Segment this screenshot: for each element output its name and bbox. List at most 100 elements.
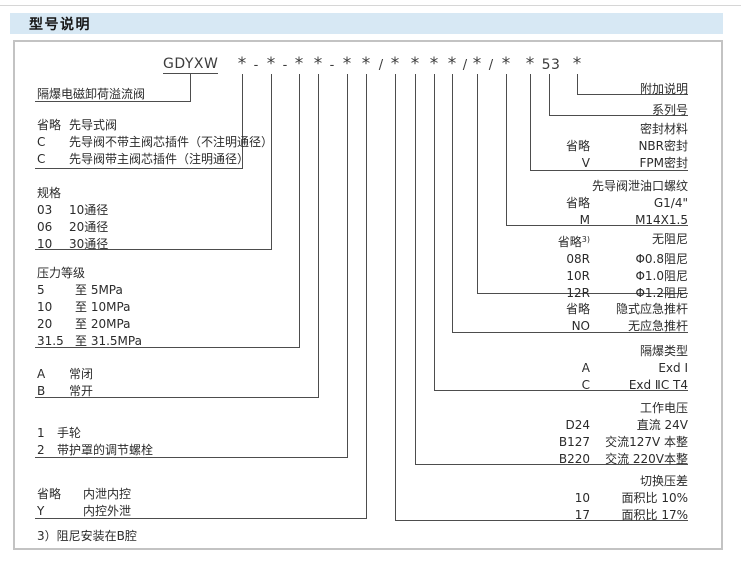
code-cell: 10 (37, 300, 53, 314)
connector-line (530, 170, 688, 171)
model-code-prefix: GDYXW (163, 56, 219, 74)
connector-line (35, 457, 348, 458)
code-cell: 省略 (37, 487, 62, 501)
code-cell: 12R (566, 286, 590, 300)
group-header: 附加说明 (639, 82, 688, 96)
model-code-star: * (361, 54, 371, 74)
left-group-size: 规格 03 10通径 06 20通径 10 30通径 (37, 185, 108, 253)
right-group-working-voltage: 工作电压 D24 直流 24V B127 交流127V 本整 B220 交流 2… (554, 400, 688, 468)
code-cell: 06 (37, 220, 53, 234)
desc-cell: 隐式应急推杆 (615, 302, 688, 316)
desc-cell: 内控外泄 (83, 504, 132, 518)
right-group-drain-port-thread: 先导阀泄油口螺纹 省略 G1/4" M M14X1.5 (554, 178, 688, 229)
connector-line (190, 74, 191, 101)
label-row: 10 至 10MPa (37, 299, 142, 316)
desc-cell: 20通径 (69, 220, 109, 234)
desc-cell: G1/4" (653, 196, 688, 210)
label-row: 省略3) 无阻尼 (554, 231, 688, 251)
group-header: 规格 (37, 186, 62, 200)
code-cell: V (581, 156, 590, 170)
desc-cell: 先导式阀 (69, 118, 118, 132)
right-group-seal-material: 密封材料 省略 NBR密封 V FPM密封 (554, 121, 688, 172)
model-code-slash: / (378, 58, 384, 73)
connector-line (506, 74, 507, 225)
model-code-dash: - (282, 58, 288, 73)
code-cell: 省略 (37, 118, 62, 132)
right-group-explosion-proof-type: 隔爆类型 A Exd Ⅰ C Exd ⅡC T4 (554, 343, 688, 394)
code-cell: D24 (565, 418, 590, 432)
desc-cell: 至 10MPa (75, 300, 131, 314)
code-cell: M (579, 213, 590, 227)
code-cell: 08R (566, 252, 590, 266)
desc-cell: 常开 (69, 384, 94, 398)
right-group-additional-note: 附加说明 (640, 81, 688, 98)
label-row: 12R Φ1.2阻尼 (554, 285, 688, 302)
connector-line (318, 74, 319, 397)
connector-line (299, 74, 300, 347)
code-cell: 10 (37, 237, 53, 251)
label-row: 06 20通径 (37, 219, 108, 236)
model-code-star: * (294, 54, 304, 74)
model-code-star: * (266, 54, 276, 74)
label-row: 17 面积比 17% (554, 507, 688, 524)
label-row: M M14X1.5 (554, 212, 688, 229)
label-row: 省略 NBR密封 (554, 138, 688, 155)
model-code-dash: - (253, 58, 259, 73)
code-cell: C (581, 378, 590, 392)
model-code-series-number: 53 (541, 57, 561, 73)
label-row: 10 30通径 (37, 236, 108, 253)
model-code-star: * (313, 54, 323, 74)
code-cell: 10R (566, 269, 590, 283)
connector-line (549, 74, 550, 115)
desc-cell: 至 20MPa (75, 317, 131, 331)
model-code-star: * (525, 54, 535, 74)
code-text: 省略 (557, 235, 582, 249)
code-cell: B (37, 384, 46, 398)
label-row: 1 手轮 (37, 425, 153, 442)
connector-line (347, 74, 348, 457)
label-row: B220 交流 220V本整 (554, 451, 688, 468)
right-group-series-number: 系列号 (652, 102, 688, 119)
model-code-star: * (390, 54, 400, 74)
code-cell: 10 (574, 491, 590, 505)
label-row: 10R Φ1.0阻尼 (554, 268, 688, 285)
connector-line (35, 168, 243, 169)
model-code-star: * (501, 54, 511, 74)
product-name-label: 隔爆电磁卸荷溢流阀 (37, 87, 146, 101)
connector-line (477, 293, 688, 294)
connector-line (395, 520, 688, 521)
footnote-marker: 3) (581, 235, 590, 244)
desc-cell: Φ1.0阻尼 (635, 269, 688, 283)
code-cell: A (581, 361, 590, 375)
footnote: 3）阻尼安装在B腔 (37, 529, 137, 543)
label-row: 20 至 20MPa (37, 316, 142, 333)
code-cell: 03 (37, 203, 53, 217)
label-row: B127 交流127V 本整 (554, 434, 688, 451)
connector-line (434, 74, 435, 390)
code-cell: C (37, 152, 46, 166)
connector-line (35, 249, 272, 250)
label-row: A Exd Ⅰ (554, 360, 688, 377)
connector-line (452, 332, 688, 333)
label-row: A 常闭 (37, 366, 93, 383)
desc-cell: 交流 220V本整 (605, 452, 688, 466)
label-row: 31.5 至 31.5MPa (37, 333, 142, 350)
model-code-slash: / (462, 58, 468, 73)
label-row: D24 直流 24V (554, 417, 688, 434)
desc-cell: 30通径 (69, 237, 109, 251)
code-cell: 17 (574, 508, 590, 522)
right-group-damping: 省略3) 无阻尼 08R Φ0.8阻尼 10R Φ1.0阻尼 12R Φ1.2阻… (554, 231, 688, 302)
connector-line (35, 347, 300, 348)
desc-cell: 先导阀带主阀芯插件（注明通径） (69, 152, 250, 166)
connector-line (271, 74, 272, 249)
section-title: 型号说明 (29, 16, 91, 33)
connector-line (366, 74, 367, 518)
connector-line (549, 115, 688, 116)
desc-cell: FPM密封 (639, 156, 689, 170)
label-row: 03 10通径 (37, 202, 108, 219)
connector-line (506, 225, 688, 226)
connector-line (35, 518, 367, 519)
label-row: 10 面积比 10% (554, 490, 688, 507)
group-header: 隔爆类型 (639, 344, 688, 358)
